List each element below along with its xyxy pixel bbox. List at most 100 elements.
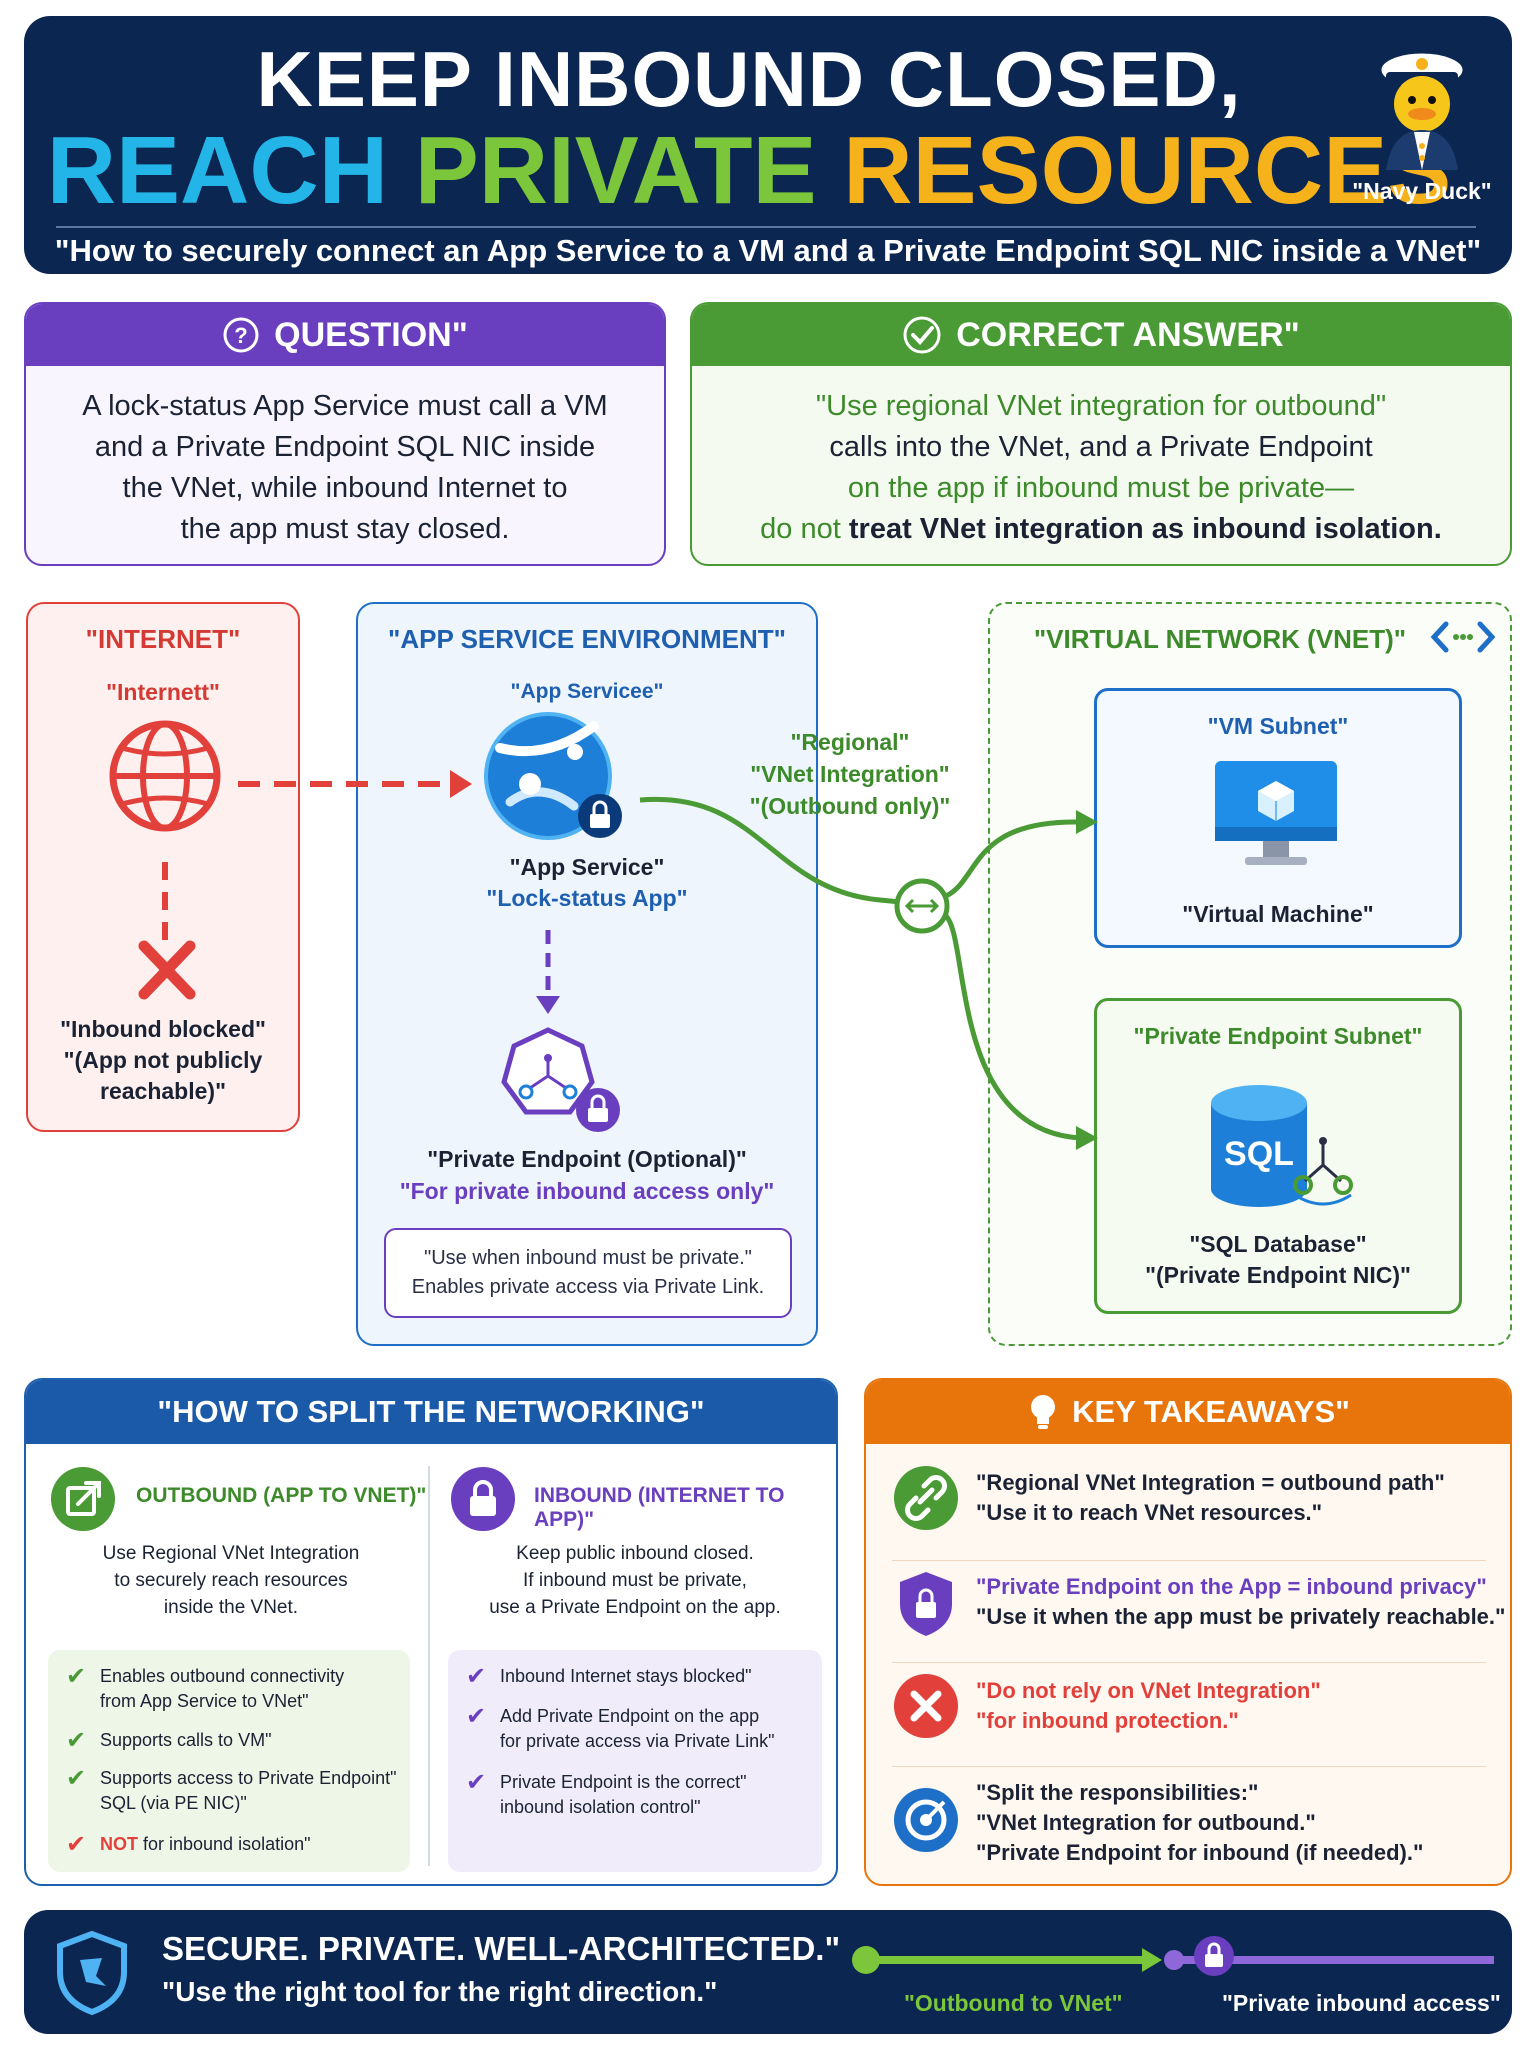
target-icon [894,1788,958,1852]
direction-legend [852,1936,1494,1976]
check-icon: ✔ [66,1765,87,1792]
answer-line: calls into the VNet, and a Private Endpo… [829,431,1373,463]
not-text: NOT [100,1834,138,1854]
check-icon: ✔ [66,1831,87,1858]
desc-line: inside the VNet. [163,1597,299,1618]
note-line: Enables private access via Private Link. [411,1276,765,1298]
inbound-title: INBOUND (INTERNET TO APP)" [534,1484,785,1531]
vnet-title: "VIRTUAL NETWORK (VNET)" [990,624,1510,655]
virtual-machine-icon [1215,761,1337,865]
private-endpoint-icon [501,1027,620,1132]
check-text: Add Private Endpoint on the app [500,1706,760,1726]
inbound-description: Keep public inbound closed. If inbound m… [450,1540,820,1621]
link-icon [894,1466,958,1530]
answer-line-tail: treat VNet integration as inbound isolat… [840,513,1442,545]
private-endpoint-name: "Private Endpoint (Optional)" [427,1146,747,1172]
error-x-icon [894,1674,958,1738]
shield-lock-icon [894,1568,958,1636]
takeaway-text: "Private Endpoint for inbound (if needed… [976,1840,1424,1865]
question-card: ? QUESTION" A lock-status App Service mu… [24,302,666,566]
duck-icon [1378,50,1466,170]
internet-label: "Internett" [106,679,220,705]
check-icon: ✔ [66,1727,87,1754]
check-icon: ✔ [466,1769,487,1796]
private-endpoint-subtitle: "For private inbound access only" [399,1178,775,1204]
answer-do-not: do not [760,513,841,545]
takeaway-title: "Split the responsibilities:" [976,1780,1259,1805]
question-line: the app must stay closed. [180,513,510,545]
takeaway-text: "VNet Integration for outbound." [976,1810,1316,1835]
answer-card: CORRECT ANSWER" "Use regional VNet integ… [690,302,1512,566]
answer-text: "Use regional VNet integration for outbo… [692,366,1510,550]
footer-banner: SECURE. PRIVATE. WELL-ARCHITECTED." "Use… [24,1910,1512,2034]
split-title: "HOW TO SPLIT THE NETWORKING" [157,1394,705,1429]
desc-line: Keep public inbound closed. [516,1543,754,1564]
title-line-1: KEEP INBOUND CLOSED, [256,35,1242,123]
mascot-caption: "Navy Duck" [1352,178,1492,204]
outbound-check-not: ✔ NOT for inbound isolation" [66,1832,311,1857]
inbound-checklist: ✔ Inbound Internet stays blocked" ✔ Add … [448,1650,822,1872]
app-service-top-label: "App Servicee" [510,680,664,703]
lightbulb-icon [1031,1395,1056,1429]
integration-line: "VNet Integration" [750,761,950,787]
check-text: from App Service to VNet" [100,1691,309,1711]
takeaway-text: "Use it when the app must be privately r… [976,1604,1506,1629]
outbound-check-1: ✔ Enables outbound connectivity from App… [66,1664,344,1714]
app-to-private-endpoint-arrow [536,930,560,1014]
takeaway-title: "Regional VNet Integration = outbound pa… [976,1470,1445,1495]
takeaway-separator [892,1766,1486,1767]
takeaway-text: "for inbound protection." [976,1708,1239,1733]
navy-duck-mascot: "Navy Duck" [1352,30,1492,210]
sql-text: SQL [1224,1135,1294,1173]
outbound-checklist: ✔ Enables outbound connectivity from App… [48,1650,410,1872]
private-endpoint-subnet-box: "Private Endpoint Subnet" SQL "SQL Datab… [1094,998,1462,1314]
check-circle-icon [903,316,941,354]
vnet-integration-label: "Regional" "VNet Integration" "(Outbound… [720,726,980,822]
internet-title: "INTERNET" [85,624,241,654]
internet-to-app-arrow [238,770,472,798]
header-banner: KEEP INBOUND CLOSED, REACH PRIVATE RESOU… [24,16,1512,274]
note-line: "Use when inbound must be private." [424,1247,752,1269]
outbound-title: OUTBOUND (APP TO VNET)" [136,1484,427,1507]
split-networking-card: "HOW TO SPLIT THE NETWORKING" OUTBOUND (… [24,1378,838,1886]
takeaway-text: "Use it to reach VNet resources." [976,1500,1323,1525]
integration-line: "Regional" [790,729,910,755]
takeaway-separator [892,1560,1486,1561]
inbound-check-2: ✔ Add Private Endpoint on the app for pr… [466,1704,775,1754]
blocked-line: reachable)" [100,1078,226,1104]
question-line: and a Private Endpoint SQL NIC inside [94,431,596,463]
inbound-lock-icon [451,1467,515,1531]
inbound-check-3: ✔ Private Endpoint is the correct" inbou… [466,1770,747,1820]
app-service-name: "App Service" [509,854,665,880]
vm-subnet-label: "VM Subnet" [1207,713,1349,739]
takeaways-title: KEY TAKEAWAYS" [1072,1394,1350,1429]
check-text: Inbound Internet stays blocked" [500,1666,752,1686]
question-line: the VNet, while inbound Internet to [122,472,568,504]
takeaway-1: "Regional VNet Integration = outbound pa… [976,1468,1445,1528]
network-diagram [109,712,1098,1150]
header-divider [56,226,1476,228]
blocked-line: "Inbound blocked" [60,1016,266,1042]
sql-line: "(Private Endpoint NIC)" [1145,1262,1411,1288]
desc-line: use a Private Endpoint on the app. [489,1597,781,1618]
integration-line: "(Outbound only)" [749,793,951,819]
globe-icon [109,720,221,832]
sql-line: "SQL Database" [1189,1231,1367,1257]
takeaway-3: "Do not rely on VNet Integration" "for i… [976,1676,1321,1736]
answer-title: CORRECT ANSWER" [956,315,1300,354]
desc-line: Use Regional VNet Integration [102,1543,360,1564]
blocked-line: "(App not publicly [63,1047,263,1073]
check-text: for private access via Private Link" [500,1731,775,1751]
title-line-2: REACH PRIVATE RESOURCES [24,116,1474,226]
outbound-check-3: ✔ Supports access to Private Endpoint" S… [66,1766,397,1816]
sql-database-icon: SQL [1211,1085,1353,1207]
desc-line: to securely reach resources [114,1570,348,1591]
check-text: for inbound isolation" [138,1834,311,1854]
pe-subnet-label: "Private Endpoint Subnet" [1133,1023,1423,1049]
blocked-x-icon [138,940,196,1000]
answer-line: on the app if inbound must be private— [847,472,1355,504]
virtual-machine-label: "Virtual Machine" [1182,901,1374,927]
question-line: A lock-status App Service must call a VM [82,390,608,422]
title-word-reach: REACH [46,117,389,224]
private-endpoint-note: "Use when inbound must be private." Enab… [384,1228,792,1318]
